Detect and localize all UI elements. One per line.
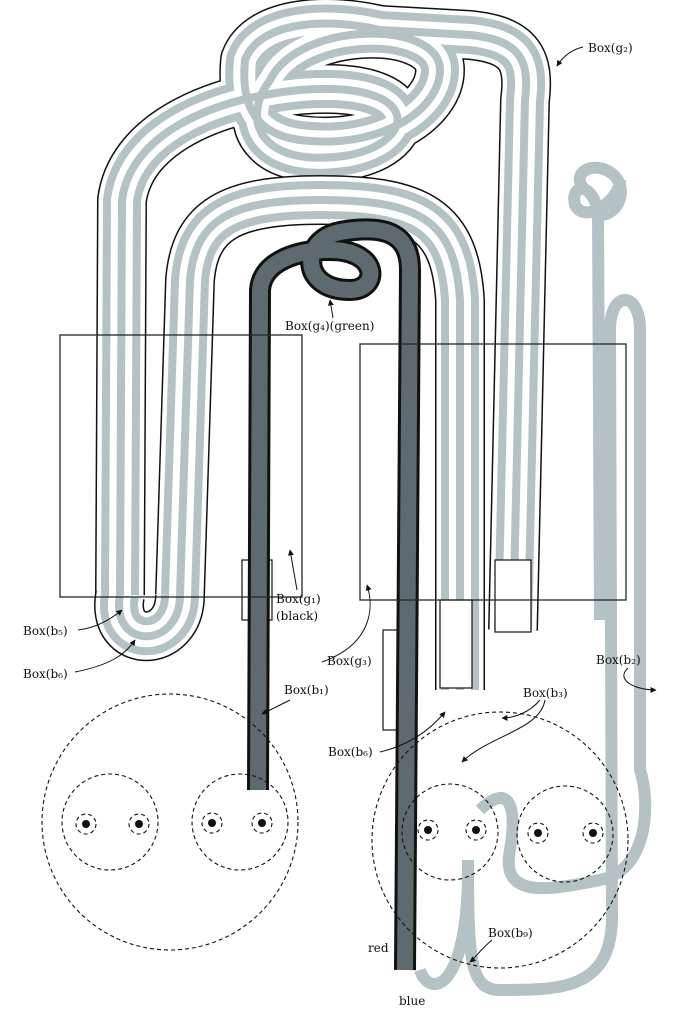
label-box-b6-left: Box(b₆) bbox=[23, 667, 68, 681]
label-box-g4: Box(g₄)(green) bbox=[285, 319, 374, 333]
lower-left-disk bbox=[41, 693, 299, 951]
label-box-g3: Box(g₃) bbox=[327, 654, 372, 668]
box-right bbox=[359, 343, 627, 601]
label-blue: blue bbox=[399, 994, 425, 1008]
label-box-b3: Box(b₃) bbox=[523, 686, 568, 700]
label-box-b9: Box(b₉) bbox=[488, 926, 533, 940]
label-box-g1: Box(g₁) bbox=[276, 592, 321, 606]
green-small-knot bbox=[247, 218, 421, 971]
band-end-mid bbox=[439, 599, 473, 689]
label-box-b6-right: Box(b₆) bbox=[328, 745, 373, 759]
label-box-b2: Box(b₂) bbox=[596, 653, 641, 667]
top-knot-band bbox=[95, 0, 552, 631]
label-box-g2: Box(g₂) bbox=[588, 41, 633, 55]
label-box-g1-black: (black) bbox=[276, 609, 318, 623]
annotation-arrows bbox=[74, 46, 657, 963]
right-loop-band bbox=[414, 161, 652, 996]
label-box-b5: Box(b₅) bbox=[23, 624, 68, 638]
label-box-b1: Box(b₁) bbox=[284, 683, 329, 697]
band-end-right bbox=[494, 559, 532, 633]
lower-right-disk bbox=[371, 711, 629, 969]
box-left bbox=[59, 334, 303, 598]
label-red: red bbox=[368, 941, 389, 955]
